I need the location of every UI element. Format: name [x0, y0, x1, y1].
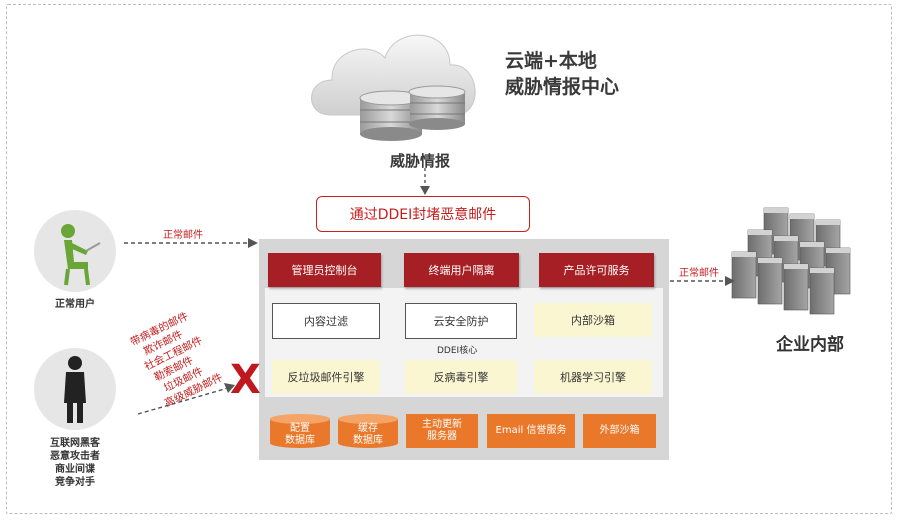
antivirus-engine-box: 反病毒引擎	[405, 360, 517, 394]
cloud-title-line1: 云端+本地	[505, 50, 597, 72]
ml-engine-box: 机器学习引擎	[534, 360, 652, 394]
content-filter-box: 内容过滤	[272, 303, 380, 339]
normal-mail-label: 正常邮件	[163, 230, 203, 241]
database-icon	[270, 414, 330, 448]
external-sandbox-box: 外部沙箱	[583, 414, 656, 448]
user-quarantine-box: 终端用户隔离	[404, 253, 519, 287]
block-x-mark: X	[230, 357, 261, 403]
cloud-icon	[311, 34, 476, 141]
antispam-engine-box: 反垃圾邮件引擎	[272, 360, 380, 394]
internal-sandbox-box: 内部沙箱	[534, 303, 652, 337]
database-icon	[338, 414, 398, 448]
attacker-label-4: 竞争对手	[55, 477, 95, 488]
attacker-icon	[34, 348, 116, 430]
threat-arrow-icon	[138, 383, 235, 415]
cloud-security-box: 云安全防护	[405, 303, 517, 339]
core-label: DDEI核心	[437, 346, 478, 356]
cache-database: 缓存数据库	[336, 413, 400, 449]
update-server-line2: 服务器	[427, 431, 457, 442]
diagram-frame	[6, 4, 892, 514]
cloud-label: 威胁情报	[390, 152, 451, 170]
email-reputation-box: Email 信誉服务	[487, 414, 575, 448]
update-server-line1: 主动更新	[422, 419, 462, 430]
cloud-title: 云端+本地 威胁情报中心	[505, 48, 619, 100]
normal-mail-arrow-icon	[124, 238, 258, 248]
block-banner: 通过DDEI封堵恶意邮件	[316, 196, 530, 232]
config-database-line1: 配置	[290, 423, 310, 434]
enterprise-mail-label: 正常邮件	[679, 268, 719, 279]
cache-database-line2: 数据库	[353, 435, 383, 446]
attacker-labels: 互联网黑客 恶意攻击者 商业间谍 竞争对手	[35, 437, 115, 489]
attacker-label-1: 互联网黑客	[50, 438, 100, 449]
config-database-line2: 数据库	[285, 435, 315, 446]
config-database: 配置数据库	[268, 413, 332, 449]
update-server-box: 主动更新 服务器	[406, 414, 478, 448]
servers-icon	[731, 207, 851, 315]
cache-database-line1: 缓存	[358, 423, 378, 434]
cloud-title-line2: 威胁情报中心	[505, 76, 620, 98]
admin-console-box: 管理员控制台	[268, 253, 381, 287]
normal-user-icon	[34, 210, 116, 292]
attacker-label-2: 恶意攻击者	[50, 451, 100, 462]
enterprise-arrow-icon	[670, 276, 735, 286]
enterprise-label: 企业内部	[776, 335, 844, 355]
license-service-box: 产品许可服务	[539, 253, 654, 287]
normal-user-label: 正常用户	[55, 299, 95, 310]
cloud-arrow-icon	[420, 168, 430, 195]
attacker-label-3: 商业间谍	[55, 464, 95, 475]
